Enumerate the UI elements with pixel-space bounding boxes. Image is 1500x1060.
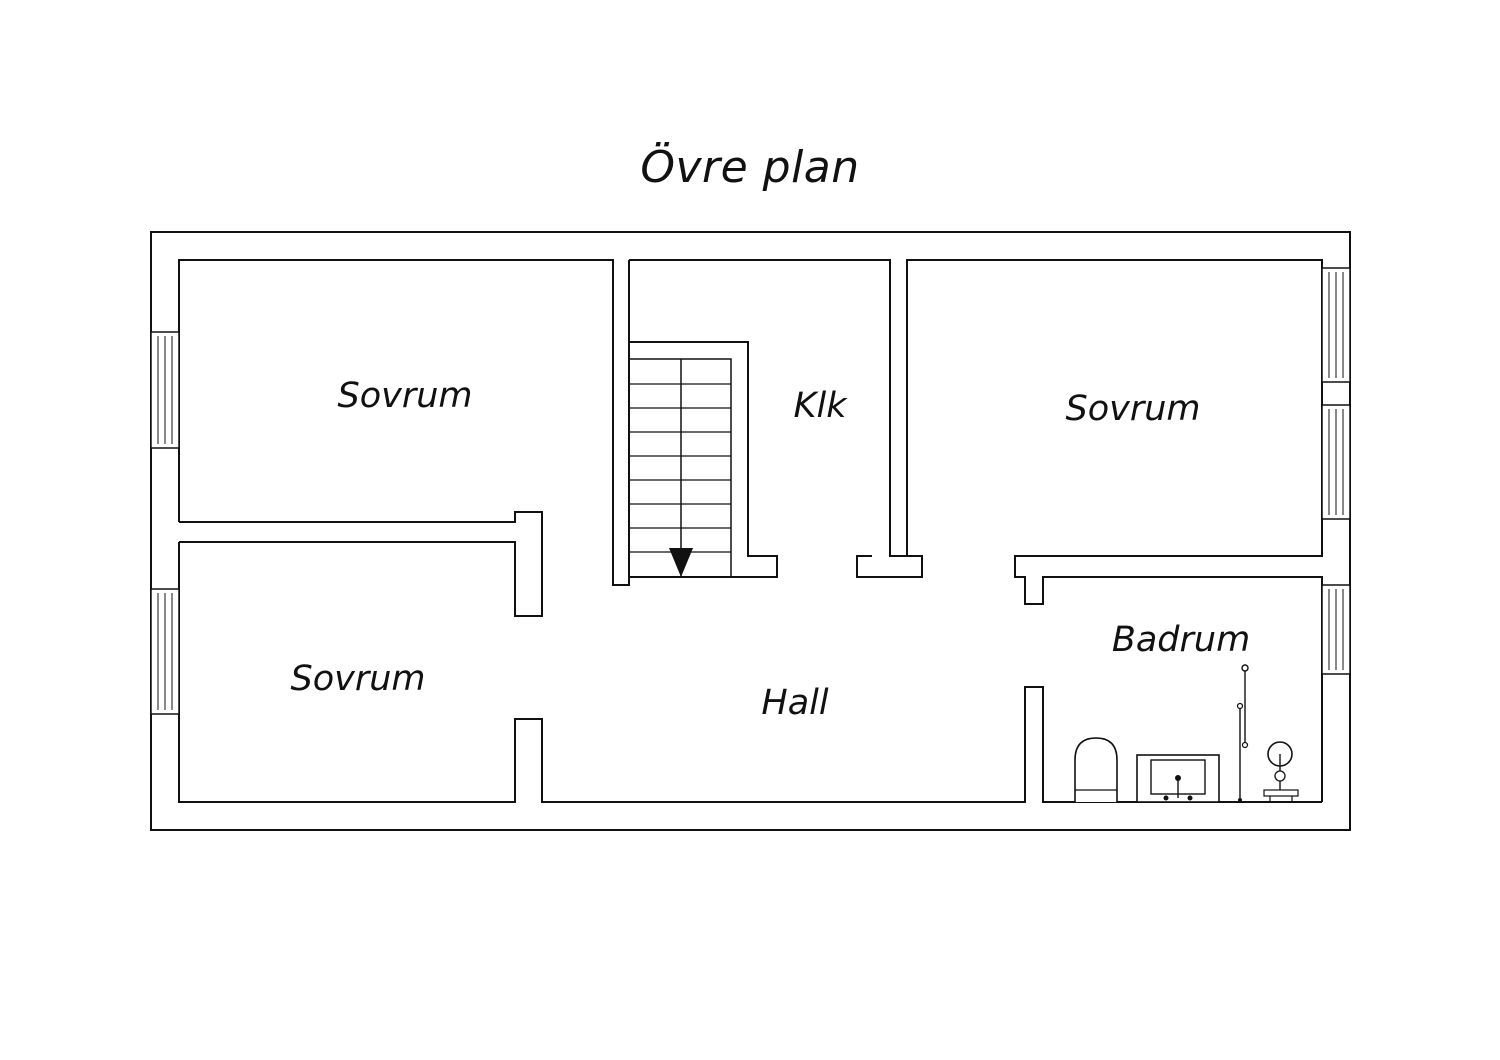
room-label-bathroom: Badrum <box>1112 620 1250 660</box>
window-right-1 <box>1321 267 1351 383</box>
window-left-top <box>150 331 180 449</box>
closet-walls <box>629 259 923 578</box>
window-left-bottom <box>150 588 180 715</box>
bedroom-2-walls <box>178 542 1322 803</box>
shower-icon <box>1236 664 1249 802</box>
staircase <box>628 358 732 578</box>
outer-wall <box>150 231 1351 831</box>
window-right-2 <box>1321 404 1351 520</box>
room-label-bedroom-2: Sovrum <box>290 659 425 699</box>
stair-arrow-icon <box>669 548 693 577</box>
bedroom-3-walls <box>906 259 1323 802</box>
bedroom-1-interior <box>178 259 630 586</box>
window-right-3 <box>1321 584 1351 675</box>
room-label-closet: Klk <box>794 386 849 426</box>
stair-wall <box>629 341 778 578</box>
floor-title: Övre plan <box>640 142 860 193</box>
room-label-bedroom-1: Sovrum <box>337 376 472 416</box>
toilet-icon <box>1074 737 1118 802</box>
washbasin-icon <box>1263 741 1299 802</box>
bedroom-1-walls <box>179 511 543 617</box>
room-label-hall: Hall <box>761 683 828 723</box>
sink-icon <box>1136 754 1220 803</box>
room-label-bedroom-3: Sovrum <box>1065 389 1200 429</box>
